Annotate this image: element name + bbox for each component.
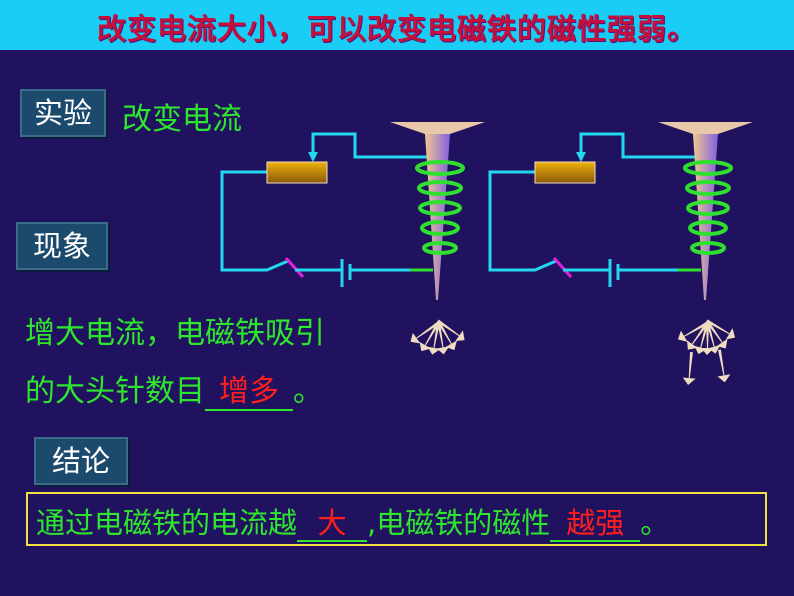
answer-stronger: 越强: [550, 506, 641, 542]
pins-left: [407, 315, 469, 356]
conclusion-tag: 结论: [34, 437, 128, 485]
phenomenon-prefix: 的大头针数目: [25, 374, 205, 409]
conclusion-prefix: 通过电磁铁的电流越: [36, 506, 298, 540]
phenomenon-tag: 现象: [16, 222, 108, 270]
title-bar: 改变电流大小，可以改变电磁铁的磁性强弱。: [0, 0, 794, 50]
conclusion-suffix: 。: [640, 506, 670, 540]
experiment-tag: 实验: [20, 89, 106, 137]
pins-right: [674, 315, 739, 386]
phenomenon-line2: 的大头针数目增多。: [25, 366, 323, 411]
conclusion-box: 通过电磁铁的电流越大,电磁铁的磁性越强。: [26, 492, 767, 546]
phenomenon-line1: 增大电流，电磁铁吸引: [25, 316, 325, 351]
slide-title: 改变电流大小，可以改变电磁铁的磁性强弱。: [96, 12, 697, 46]
circuit-left: [220, 120, 487, 302]
circuit-right: [488, 120, 755, 302]
answer-big: 大: [297, 506, 368, 542]
phenomenon-suffix: 。: [293, 374, 323, 409]
answer-more: 增多: [205, 375, 293, 411]
conclusion-middle: ,电磁铁的磁性: [367, 506, 551, 540]
experiment-text: 改变电流: [122, 102, 242, 137]
conclusion-sentence: 通过电磁铁的电流越大,电磁铁的磁性越强。: [36, 500, 669, 542]
